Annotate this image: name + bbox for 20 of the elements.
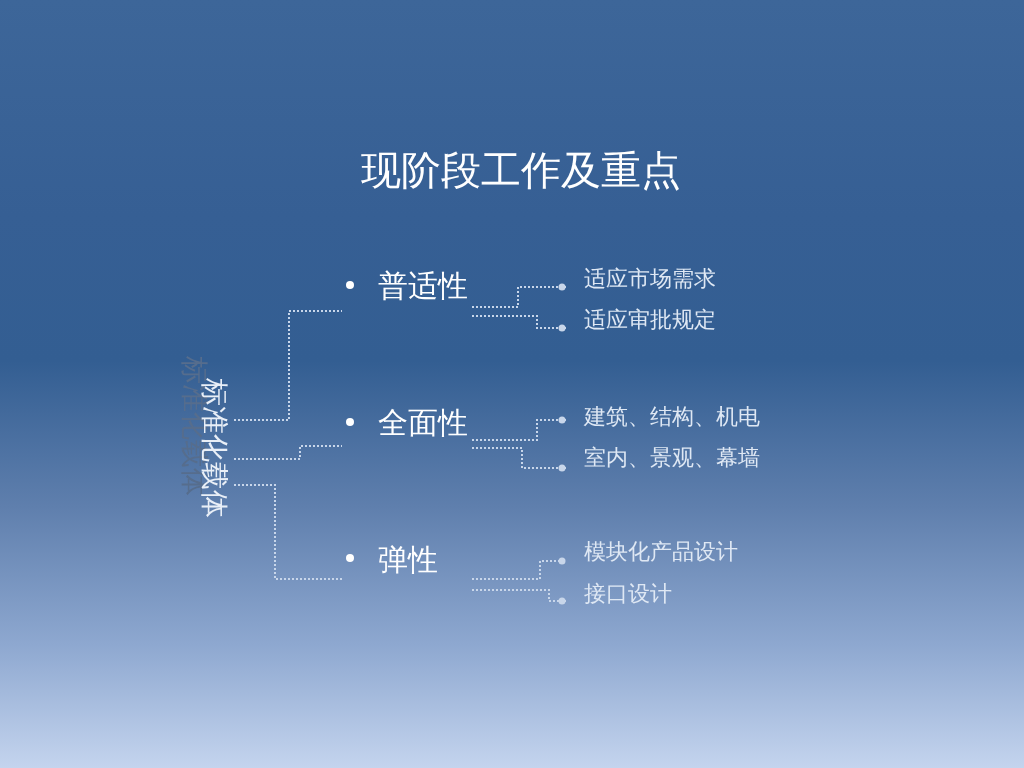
slide-title: 现阶段工作及重点: [361, 147, 681, 194]
vertical-heading: 标准化载体: [172, 376, 234, 540]
dotted-connector: [471, 283, 567, 308]
category-label: 弹性: [378, 542, 438, 578]
dotted-connector: [471, 557, 567, 580]
dotted-connector: [471, 447, 567, 472]
item-label: 接口设计: [566, 579, 686, 609]
item-label: 适应市场需求: [566, 264, 736, 294]
item-label: 适应审批规定: [566, 305, 736, 335]
dotted-connector: [471, 315, 567, 332]
dotted-connector: [233, 310, 343, 421]
item-label: 模块化产品设计: [566, 537, 756, 567]
item-label: 建筑、结构、机电: [566, 402, 781, 432]
dotted-connector: [471, 416, 567, 441]
item-label: 室内、景观、幕墙: [566, 443, 781, 473]
dotted-connector: [233, 484, 343, 580]
category-label: 普适性: [378, 268, 468, 304]
dotted-connector: [471, 589, 567, 605]
dotted-connector: [233, 445, 343, 460]
category-label: 全面性: [378, 405, 468, 441]
